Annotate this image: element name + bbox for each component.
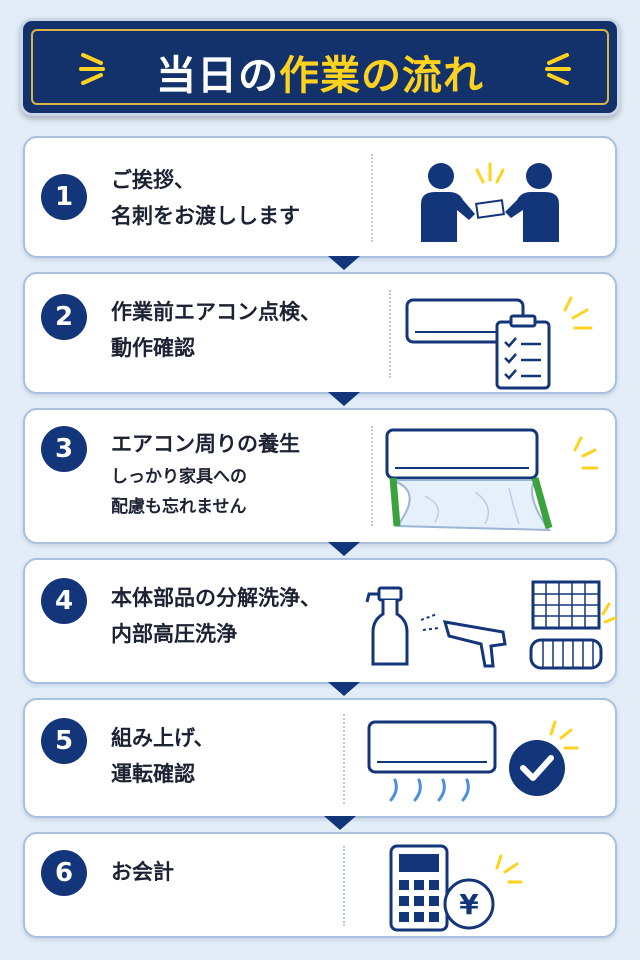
step-line: エアコン周りの養生	[111, 432, 300, 456]
flow-arrow	[328, 542, 360, 556]
title-banner: 当日の作業の流れ	[20, 18, 620, 116]
step-text: 作業前エアコン点検、 動作確認	[111, 294, 321, 366]
step-card-2: 2 作業前エアコン点検、 動作確認	[23, 272, 617, 394]
aircon-clipboard-icon	[405, 296, 593, 390]
aircon-check-icon	[367, 720, 579, 802]
step-card-3: 3 エアコン周りの養生 しっかり家具への 配慮も忘れません	[23, 408, 617, 544]
calculator-yen-icon: ¥	[389, 844, 523, 932]
step-number-badge: 4	[41, 578, 87, 624]
step-card-5: 5 組み上げ、 運転確認	[23, 698, 617, 818]
step-line: 内部高圧洗浄	[111, 622, 237, 646]
business-card-exchange-icon	[421, 162, 559, 242]
step-number-badge: 1	[41, 174, 87, 220]
aircon-cover-icon	[385, 428, 599, 532]
step-card-6: 6 お会計 ¥	[23, 832, 617, 938]
flow-arrow	[324, 816, 356, 830]
step-card-4: 4 本体部品の分解洗浄、 内部高圧洗浄	[23, 558, 617, 684]
title-part-2: 作業の流れ	[279, 53, 484, 99]
step-text: ご挨拶、 名刺をお渡しします	[111, 162, 300, 234]
title-part-1: 当日の	[156, 53, 279, 99]
divider	[343, 714, 345, 804]
step-text: 組み上げ、 運転確認	[111, 720, 215, 792]
step-number-badge: 6	[41, 850, 87, 896]
divider	[371, 426, 373, 526]
step-number-badge: 3	[41, 426, 87, 472]
step-card-1: 1 ご挨拶、 名刺をお渡しします	[23, 136, 617, 258]
step-line: 作業前エアコン点検、	[111, 300, 321, 324]
step-number-badge: 2	[41, 294, 87, 340]
step-text: エアコン周りの養生 しっかり家具への 配慮も忘れません	[111, 426, 300, 522]
sparkle-left-icon	[79, 53, 105, 85]
step-line: お会計	[111, 860, 174, 884]
page-title: 当日の作業の流れ	[23, 43, 617, 101]
sparkle-right-icon	[545, 53, 571, 85]
step-line: 本体部品の分解洗浄、	[111, 586, 321, 610]
step-line: 組み上げ、	[111, 726, 215, 750]
step-line: 名刺をお渡しします	[111, 204, 300, 228]
flow-arrow	[328, 256, 360, 270]
banner-frame	[31, 29, 609, 105]
step-line: 動作確認	[111, 336, 195, 360]
svg-text:¥: ¥	[459, 888, 479, 921]
step-number-badge: 5	[41, 718, 87, 764]
cleaning-tools-icon	[365, 580, 617, 670]
step-line: ご挨拶、	[111, 168, 195, 192]
step-subline: しっかり家具への	[111, 467, 247, 487]
divider	[343, 846, 345, 926]
divider	[371, 154, 373, 242]
step-text: お会計	[111, 854, 174, 890]
step-subline: 配慮も忘れません	[111, 497, 247, 517]
divider	[389, 290, 391, 378]
flow-arrow	[328, 682, 360, 696]
step-line: 運転確認	[111, 762, 195, 786]
step-text: 本体部品の分解洗浄、 内部高圧洗浄	[111, 580, 321, 652]
flow-arrow	[328, 392, 360, 406]
